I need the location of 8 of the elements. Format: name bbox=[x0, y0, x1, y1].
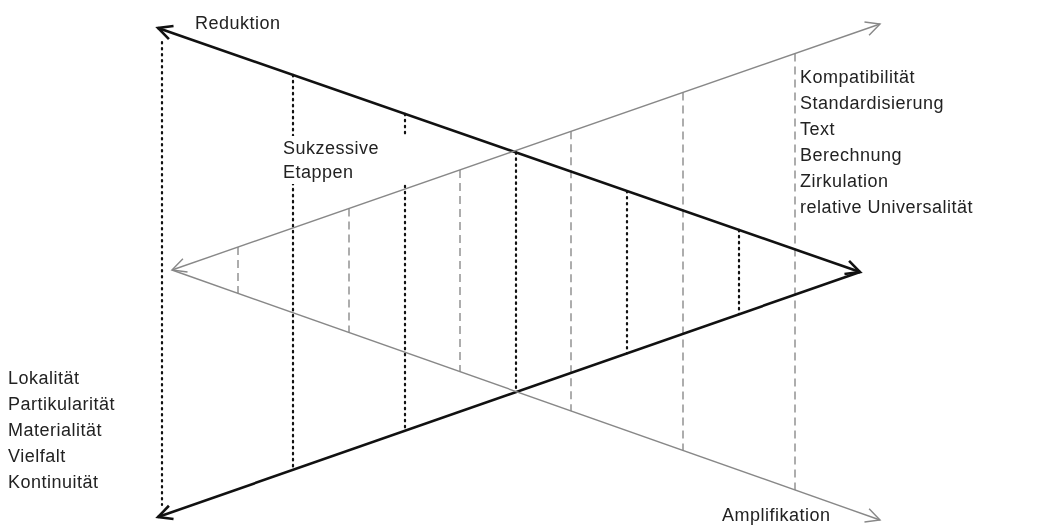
label-text: Kompatibilität bbox=[800, 66, 916, 88]
label-text: Amplifikation bbox=[722, 504, 831, 526]
label-text: Text bbox=[800, 118, 835, 140]
label-text: Berechnung bbox=[800, 144, 903, 166]
label-text: relative Universalität bbox=[800, 196, 974, 218]
label-text: Reduktion bbox=[195, 12, 281, 34]
label-text: Standardisierung bbox=[800, 92, 945, 114]
label-text: Zirkulation bbox=[800, 170, 889, 192]
